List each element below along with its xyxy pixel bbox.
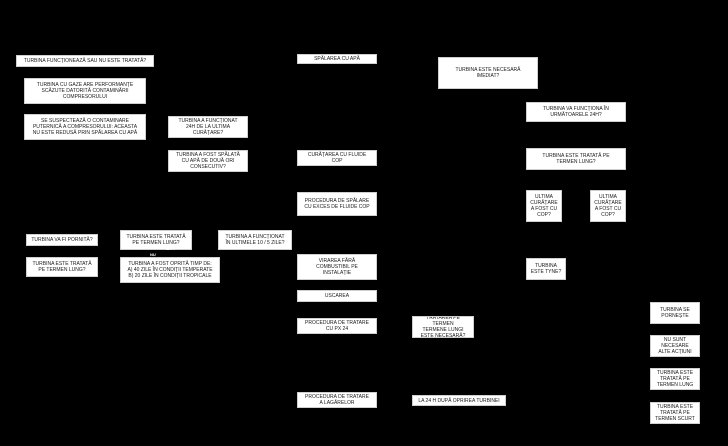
node-drying: USCAREA: [297, 290, 377, 302]
edge-label-no: NU: [150, 252, 156, 257]
node-turbine-operating: TURBINA FUNCȚIONEAZĂ SAU NU ESTE TRATATĂ…: [16, 55, 154, 67]
node-washed-twice: TURBINA A FOST SPĂLATĂ CU APĂ DE DOUĂ OR…: [168, 150, 248, 172]
node-treated-long: TURBINA ESTE TRATATĂ PE TERMEN LUNG: [650, 368, 700, 390]
node-cop-cleaning: CURĂȚAREA CU FLUIDE COP: [297, 150, 377, 166]
node-run-next-24h: TURBINA VA FUNCȚIONA ÎN URMĂTOARELE 24H?: [526, 102, 626, 122]
node-needed-immediately: TURBINA ESTE NECESARĂ IMEDIAT?: [438, 57, 538, 89]
node-last-cop-a: ULTIMA CURĂȚARE A FOST CU COP?: [526, 190, 562, 222]
node-long-term-q1: TURBINA ESTE TRATATĂ PE TERMEN LUNG?: [120, 230, 192, 250]
node-long-term-needed: TRATAREA PE TERMEN TERMENE LUNGI ESTE NE…: [412, 316, 474, 338]
node-no-action: NU SUNT NECESARE ALTE ACȚIUNI: [650, 335, 700, 357]
node-cop-excess-wash: PROCEDURA DE SPĂLARE CU EXCES DE FLUIDE …: [297, 192, 377, 216]
node-px24-treatment: PROCEDURA DE TRATARE CU PX 24: [297, 318, 377, 334]
edge-label-yes: DA: [166, 246, 175, 252]
node-stopped-days: TURBINA A FOST OPRITĂ TIMP DE: a) 40 ZIL…: [120, 257, 220, 283]
node-treated-short: TURBINA ESTE TRATATĂ PE TERMEN SCURT: [650, 402, 700, 424]
node-last-cop-b: ULTIMA CURĂȚARE A FOST CU COP?: [590, 190, 626, 222]
node-will-start: TURBINA VA FI PORNITĂ?: [26, 234, 98, 246]
node-long-term-q2: TURBINA ESTE TRATATĂ PE TERMEN LUNG?: [26, 257, 98, 277]
node-ran-24h: TURBINA A FUNCȚIONAT 24H DE LA ULTIMA CU…: [168, 116, 248, 138]
node-water-wash: SPĂLAREA CU APĂ: [297, 54, 377, 64]
node-long-term-treated: TURBINA ESTE TRATATĂ PE TERMEN LUNG?: [526, 148, 626, 170]
node-bearing-treatment: PROCEDURA DE TRATARE A LAGĂRELOR: [297, 392, 377, 408]
node-low-performance: TURBINA CU GAZE ARE PERFORMANȚE SCĂZUTE …: [24, 78, 146, 104]
node-is-tyne: TURBINA ESTE TYNE?: [526, 258, 566, 280]
node-ran-10-5-days: TURBINA A FUNCȚIONAT ÎN ULTIMELE 10 / 5 …: [218, 230, 292, 250]
node-heavy-contamination: SE SUSPECTEAZĂ O CONTAMINARE PUTERNICĂ A…: [24, 114, 146, 140]
node-crank-no-fuel: VIRAREA FĂRĂ COMBUSTIBIL PE INSTALAȚIE: [297, 254, 377, 280]
node-turbine-starts: TURBINA SE PORNEȘTE: [650, 302, 700, 324]
node-24h-after-stop: LA 24 H DUPĂ OPRIREA TURBINEI: [412, 395, 506, 406]
